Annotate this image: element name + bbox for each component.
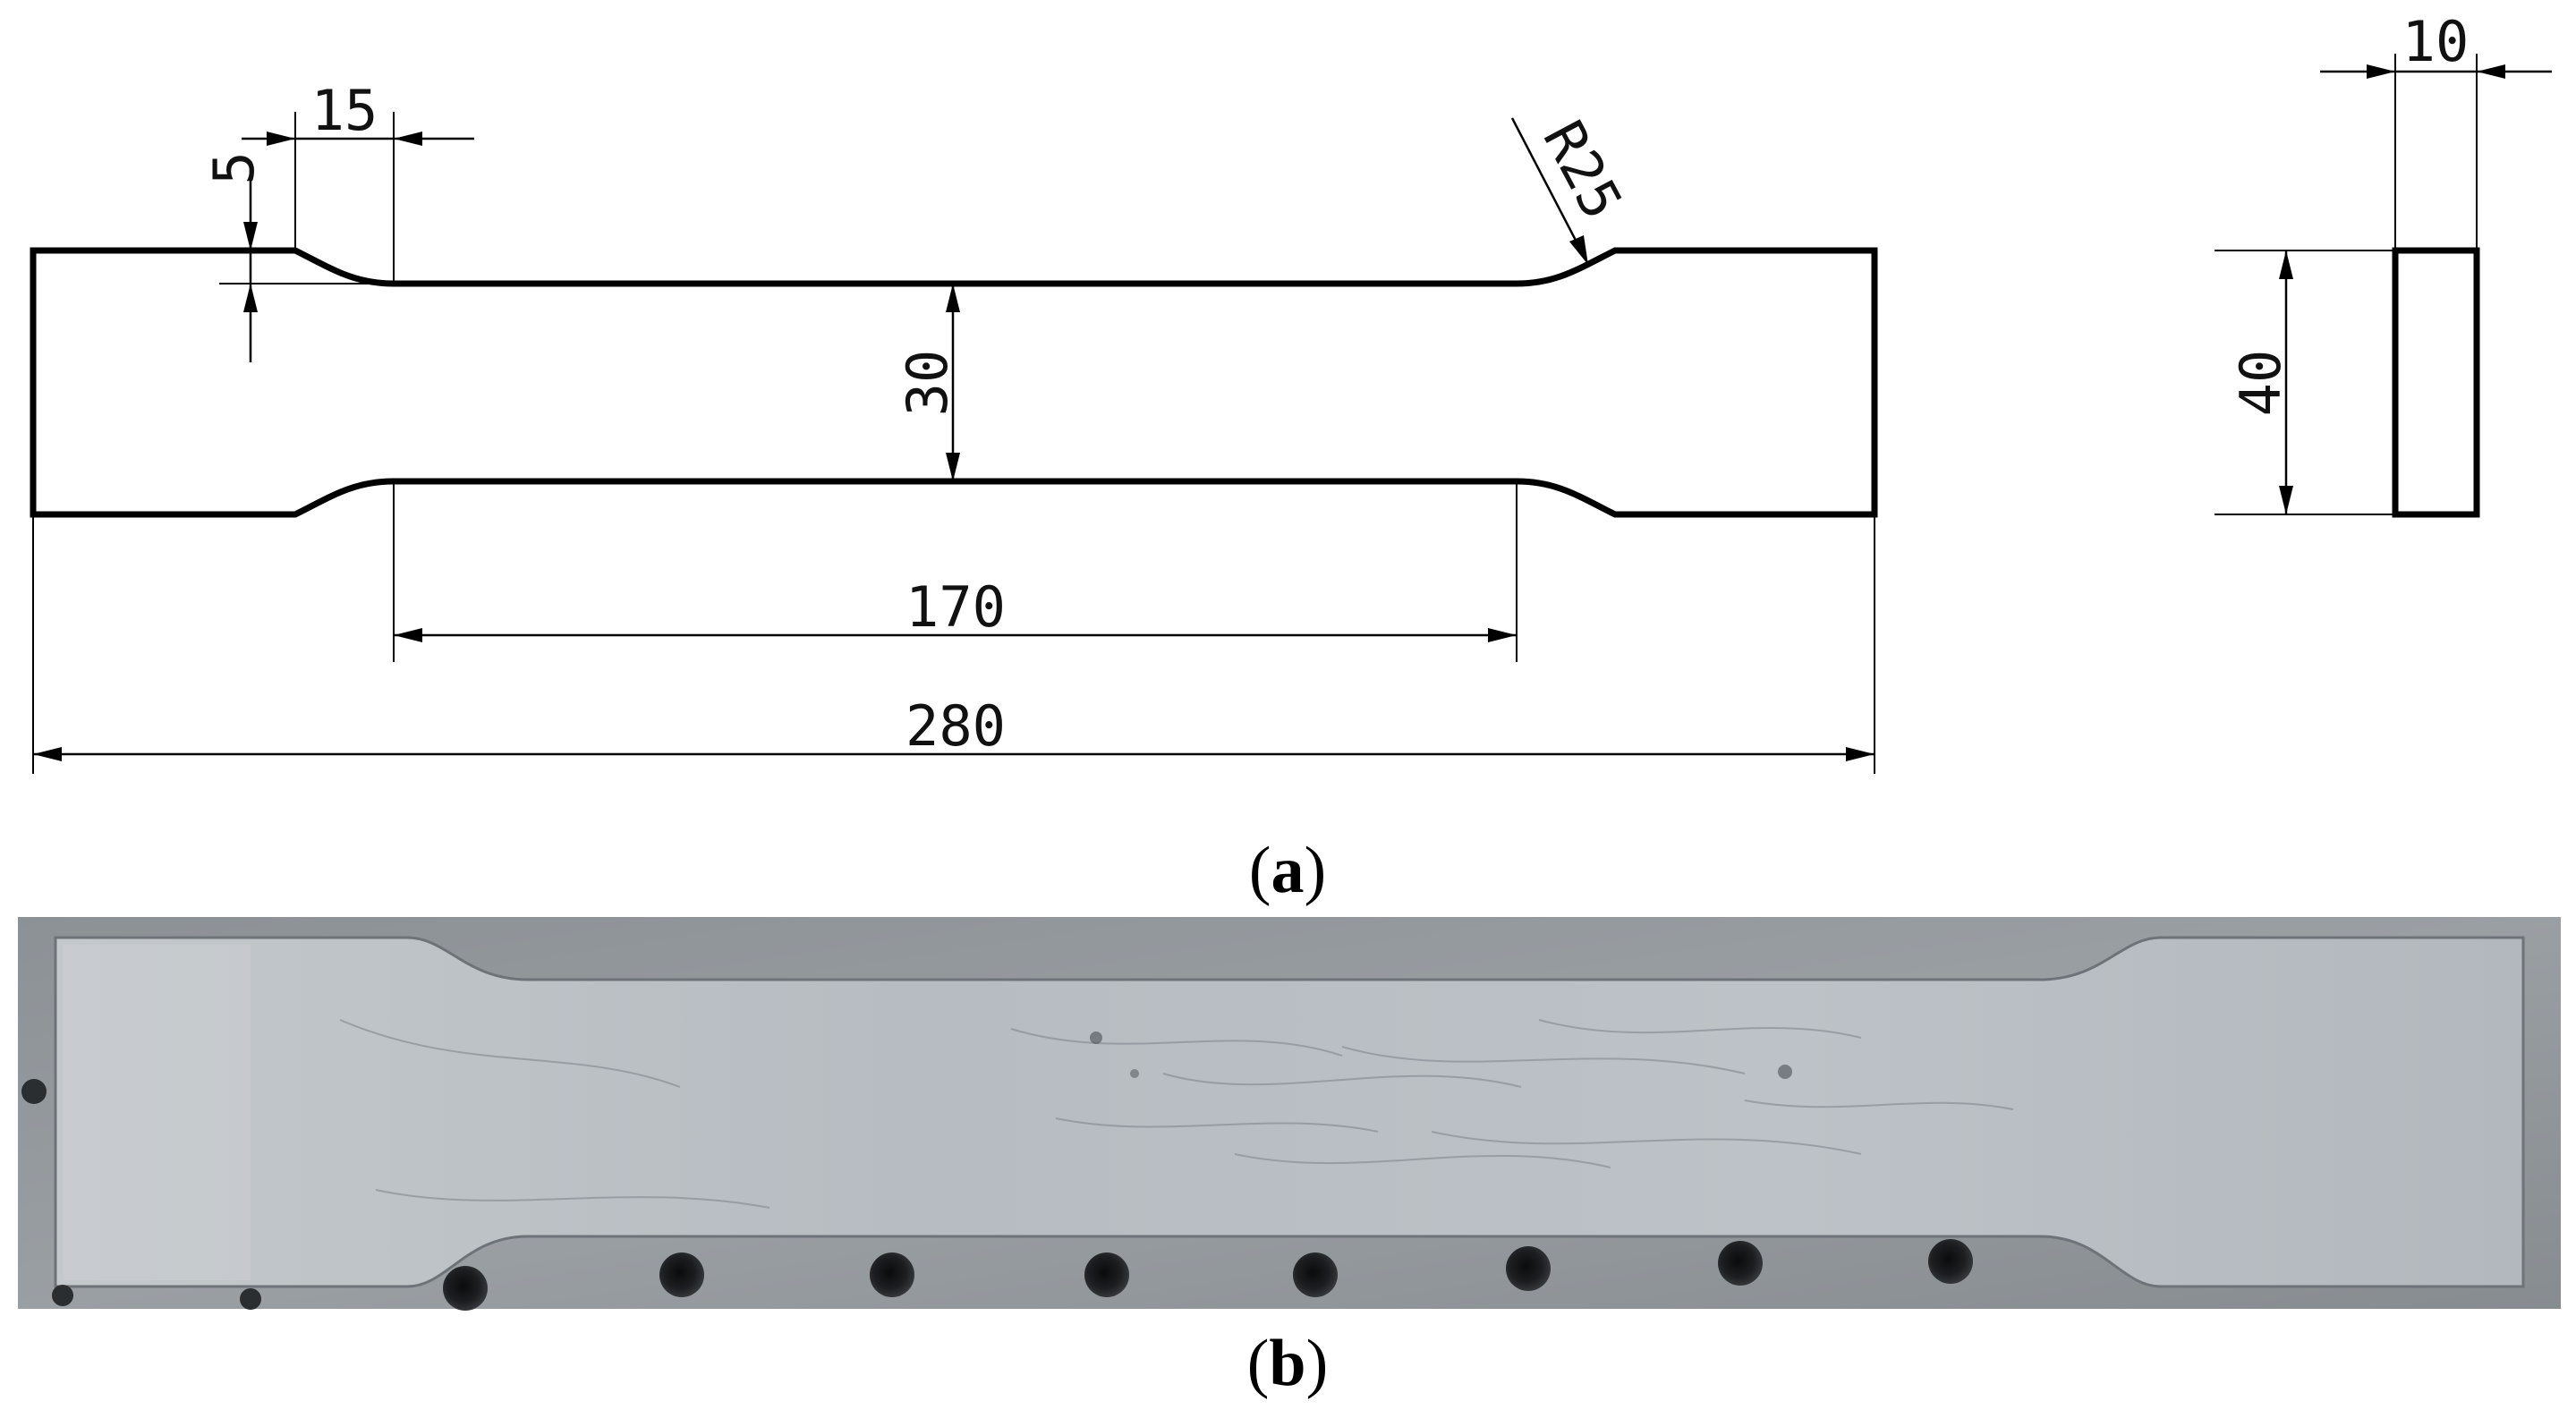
dim-overall-length: 280: [32, 517, 1875, 774]
grip-highlight: [63, 945, 251, 1280]
plate-holes: [21, 1079, 1973, 1311]
dim-fillet-length: 15: [242, 78, 474, 284]
screw-head: [52, 1285, 73, 1306]
dim-gauge-length: 170: [393, 483, 1518, 662]
plate-hole: [1718, 1241, 1763, 1286]
dim-label-thickness: 10: [2402, 9, 2470, 74]
surface-scratches: [339, 1019, 2014, 1209]
dim-label-fillet-step: 5: [201, 151, 267, 184]
plate-hole: [1293, 1252, 1338, 1297]
dim-label-gauge-width: 30: [895, 350, 960, 417]
caption-a-letter: a: [1271, 834, 1305, 907]
dim-grip-width: 40: [2215, 250, 2393, 515]
plate-hole: [1928, 1239, 1973, 1284]
plate-hole: [659, 1252, 704, 1297]
screw-head: [21, 1079, 47, 1104]
dim-label-gauge-length: 170: [905, 574, 1006, 640]
dim-fillet-radius: R25: [1510, 110, 1635, 265]
screw-head: [240, 1288, 261, 1310]
plate-hole: [1506, 1246, 1551, 1291]
caption-b-letter: b: [1269, 1327, 1305, 1400]
dim-label-overall-length: 280: [905, 693, 1006, 759]
plate-hole: [443, 1266, 488, 1311]
dim-label-grip-width: 40: [2228, 350, 2293, 417]
dim-gauge-width: 30: [895, 284, 960, 481]
specimen-photo: [54, 936, 2525, 1288]
specimen-outline: [30, 247, 1878, 518]
dim-thickness: 10: [2320, 9, 2552, 249]
side-view-outline: [2392, 247, 2480, 518]
caption-b: (b): [1247, 1327, 1328, 1400]
dim-label-fillet-length: 15: [311, 78, 378, 143]
dim-label-fillet-radius: R25: [1530, 110, 1635, 229]
panel-b-photo: [18, 917, 2561, 1311]
plate-hole: [870, 1252, 914, 1297]
caption-a: (a): [1249, 834, 1326, 907]
panel-a-drawing: 5 15 R25 30: [30, 9, 2552, 774]
dim-fillet-step: 5: [201, 151, 394, 362]
plate-hole: [1084, 1252, 1129, 1297]
